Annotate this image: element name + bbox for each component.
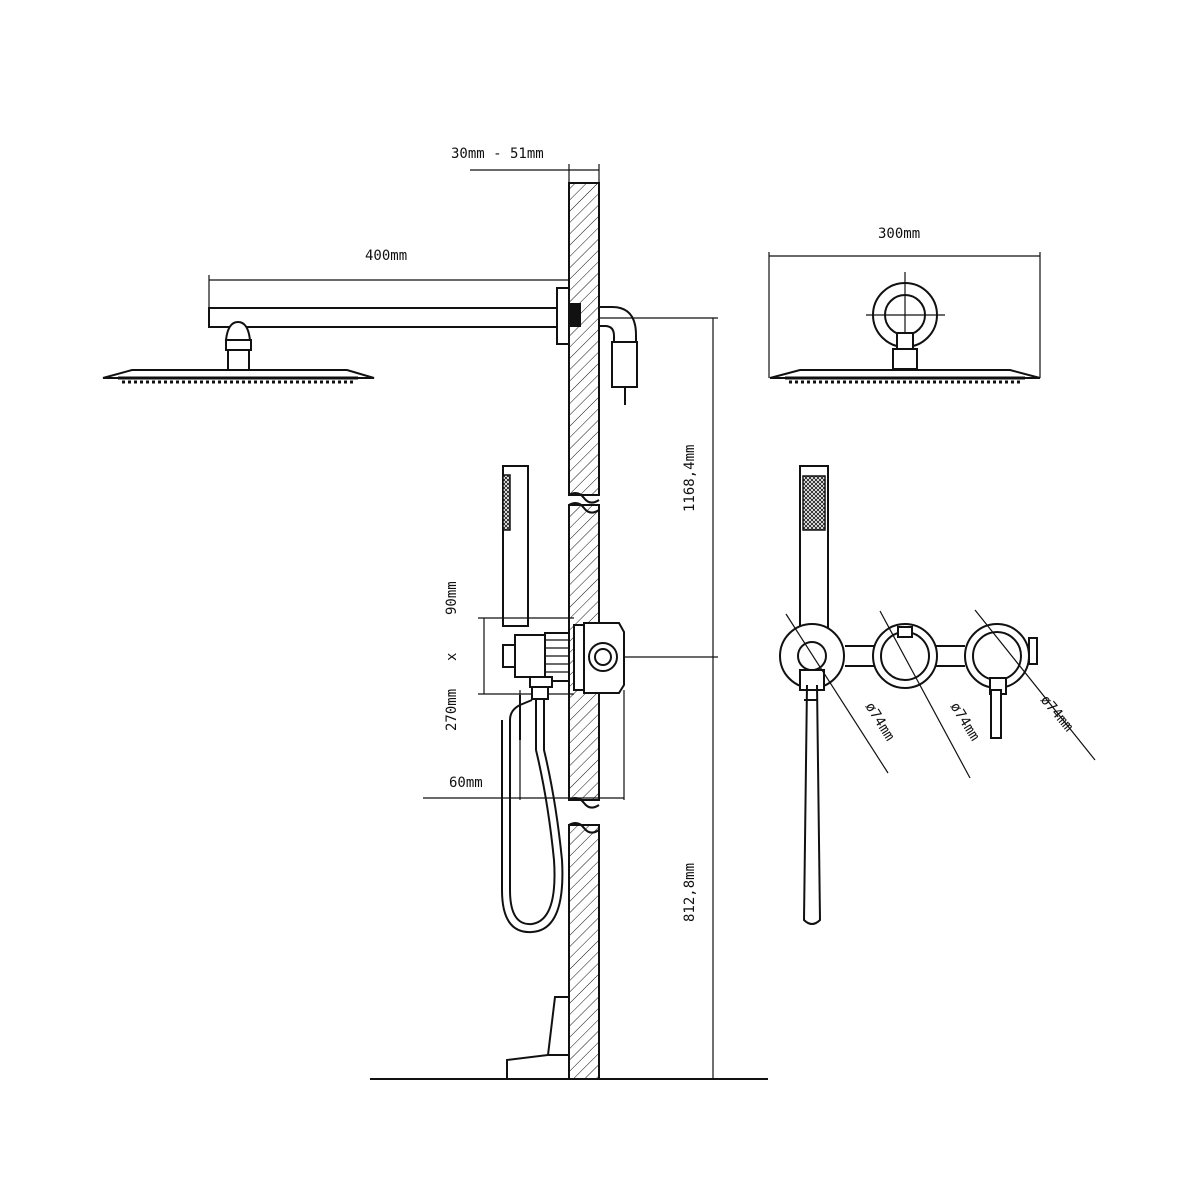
side-elevation: 30mm - 51mm 400mm <box>102 146 768 1080</box>
diameter-3-label: ø74mm <box>1037 692 1076 735</box>
valve-depth-dimension: 60mm <box>423 690 625 800</box>
shower-arm <box>208 287 638 405</box>
front-view-shower-head: 300mm <box>768 226 1041 384</box>
diameter-1-label: ø74mm <box>862 700 898 744</box>
valve-body-side <box>502 622 625 694</box>
control-valve-2: ø74mm <box>872 610 983 779</box>
floor-wedge <box>506 996 569 1079</box>
valve-box-x-label: x <box>444 653 460 661</box>
wall-depth-dimension: 30mm - 51mm <box>451 146 600 183</box>
thermostatic-valve-3: ø74mm <box>964 609 1096 761</box>
arm-length-label: 400mm <box>365 248 407 264</box>
hand-shower-wand-front <box>802 684 822 925</box>
shower-head-side <box>102 320 375 384</box>
wall-depth-label: 30mm - 51mm <box>451 146 544 162</box>
diverter-valve-1: ø74mm <box>779 613 898 774</box>
valve-depth-label: 60mm <box>449 775 483 791</box>
valve-box-dimensions: 90mm x 270mm <box>444 581 574 731</box>
front-view-valves: ø74mm ø74mm ø74mm <box>779 465 1096 925</box>
diameter-2-label: ø74mm <box>947 700 983 744</box>
valve-box-width-label: 270mm <box>444 689 460 731</box>
valve-box-height-label: 90mm <box>444 581 460 615</box>
shower-hose <box>501 686 564 934</box>
upper-height-label: 1168,4mm <box>682 445 698 512</box>
hand-shower-side <box>502 465 529 627</box>
arm-length-dimension: 400mm <box>208 248 569 308</box>
height-dimensions: 1168,4mm 812,8mm <box>599 317 718 1080</box>
valve-lever <box>990 689 1002 739</box>
lower-height-label: 812,8mm <box>682 863 698 922</box>
head-width-label: 300mm <box>878 226 920 242</box>
hand-shower-front <box>799 465 829 637</box>
wall-section <box>568 182 600 1080</box>
